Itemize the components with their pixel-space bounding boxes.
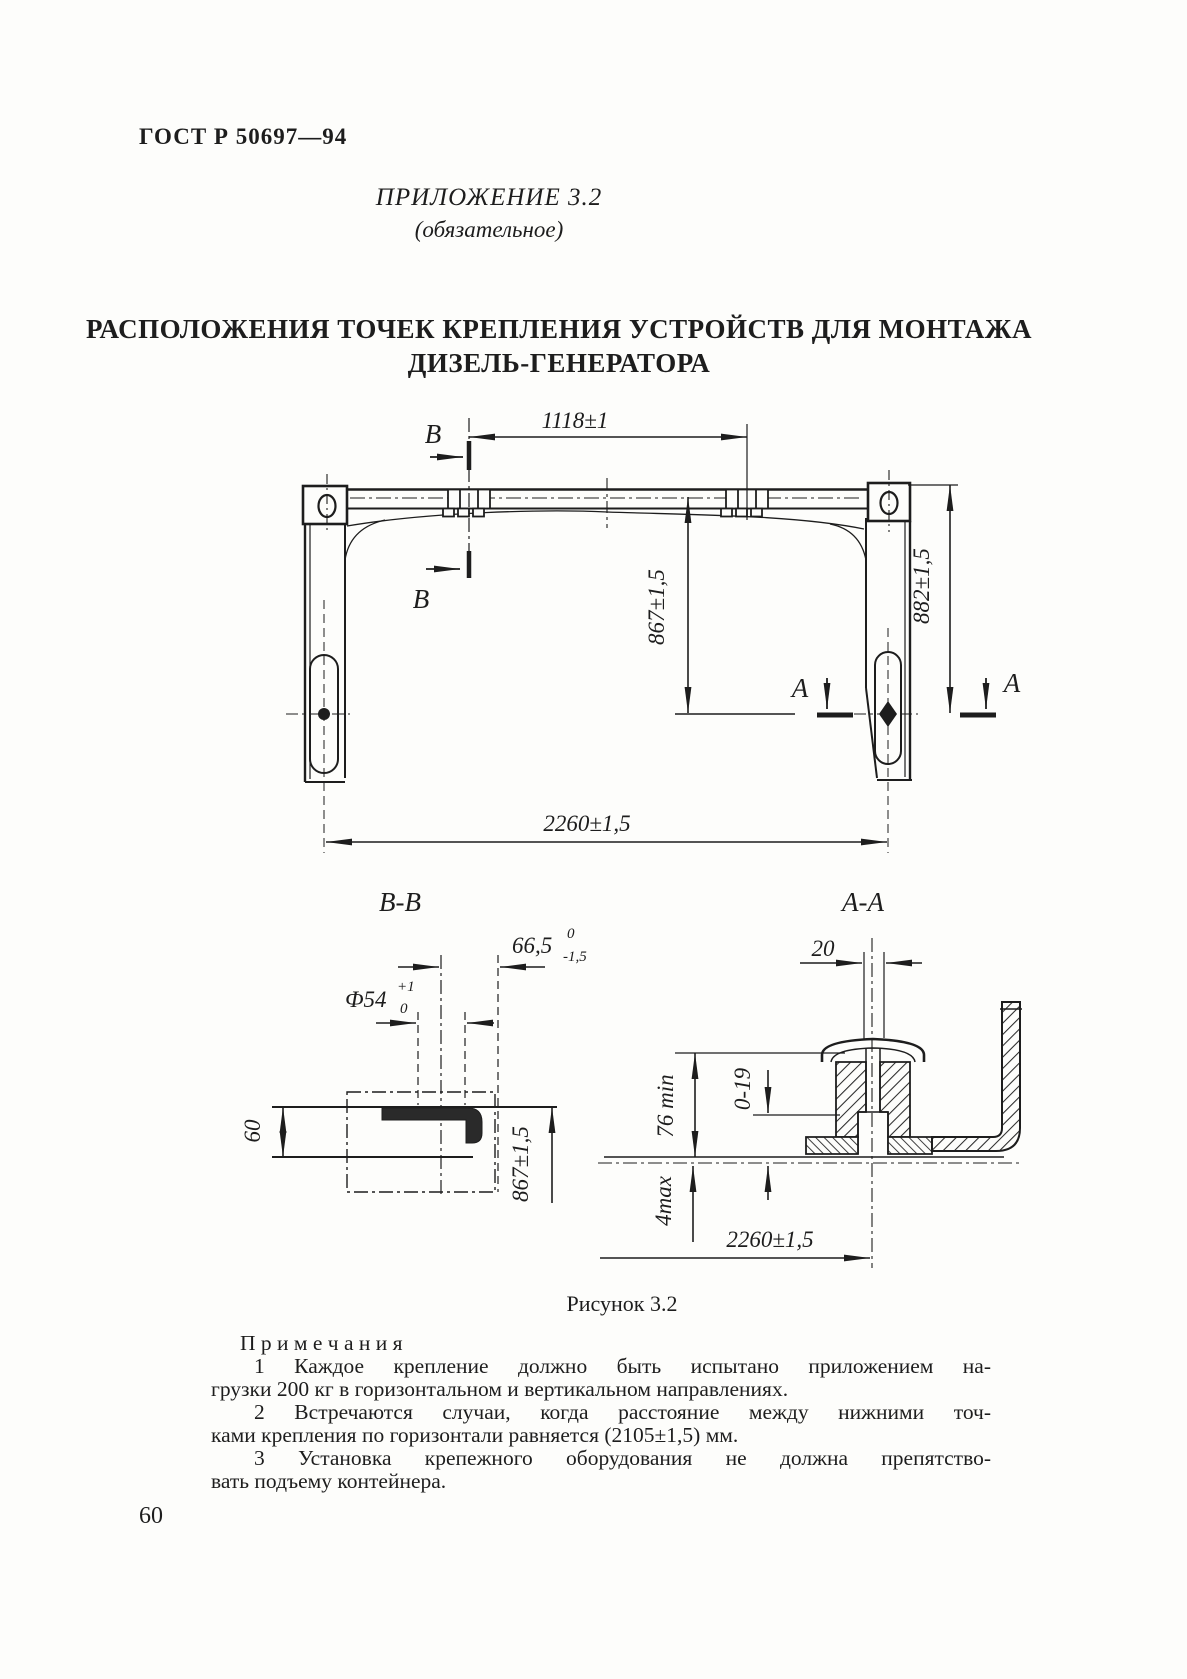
dim-4max-label: 4max bbox=[651, 1175, 676, 1226]
note-3-line-2: вать подъему контейнера. bbox=[211, 1469, 447, 1493]
page-title-line1: РАСПОЛОЖЕНИЯ ТОЧЕК КРЕПЛЕНИЯ УСТРОЙСТВ Д… bbox=[85, 314, 1033, 344]
page-number: 60 bbox=[139, 1503, 163, 1529]
aa-floor-flanges bbox=[805, 1136, 933, 1155]
aa-corner-fitting bbox=[820, 1037, 926, 1154]
dim-882-label: 882±1,5 bbox=[909, 548, 934, 624]
figure-caption: Рисунок 3.2 bbox=[566, 1291, 678, 1316]
appendix-subheading: (обязательное) bbox=[414, 217, 564, 242]
dim-665-label: 66,5 bbox=[512, 933, 552, 958]
dim-2260-aa-label: 2260±1,5 bbox=[726, 1227, 813, 1252]
dim-882 bbox=[908, 484, 958, 713]
appendix-heading: ПРИЛОЖЕНИЕ 3.2 bbox=[375, 184, 603, 211]
dim-f54-label: Ф54 bbox=[345, 987, 387, 1012]
dim-019 bbox=[753, 1070, 840, 1200]
section-bb-view: В-В 66,5 0 -1,5 Ф54 +1 0 bbox=[240, 887, 587, 1203]
page-title-line2: ДИЗЕЛЬ-ГЕНЕРАТОРА bbox=[407, 348, 711, 378]
section-aa-view: А-А 20 bbox=[598, 887, 1022, 1268]
section-a-label-right: А bbox=[1002, 668, 1021, 698]
standard-number: ГОСТ Р 50697—94 bbox=[139, 124, 348, 149]
section-a-cut-right bbox=[960, 678, 996, 718]
right-end-bracket bbox=[866, 470, 912, 532]
bb-part bbox=[272, 1091, 557, 1193]
right-leg bbox=[829, 518, 918, 853]
dim-867-bb-label: 867±1,5 bbox=[508, 1126, 533, 1202]
dim-665-sub: -1,5 bbox=[563, 949, 587, 965]
dim-2260-main-label: 2260±1,5 bbox=[543, 811, 630, 836]
note-2-line-2: ками крепления по горизонтали равняется … bbox=[211, 1423, 739, 1447]
dim-1118 bbox=[469, 424, 748, 520]
dim-60-label: 60 bbox=[240, 1119, 265, 1143]
section-aa-title: А-А bbox=[840, 887, 884, 917]
dim-665 bbox=[398, 955, 545, 1195]
dim-76min-label: 76 min bbox=[653, 1074, 678, 1137]
section-b-label-bottom: В bbox=[413, 584, 430, 614]
note-1-line-1: 1 Каждое крепление должно быть испытано … bbox=[254, 1354, 991, 1378]
note-1-line-2: грузки 200 кг в горизонтальном и вертика… bbox=[211, 1377, 789, 1401]
dim-f54-sub: 0 bbox=[400, 1001, 408, 1017]
note-2-line-1: 2 Встречаются случаи, когда расстояние м… bbox=[254, 1400, 991, 1424]
dim-867-main-label: 867±1,5 bbox=[644, 569, 669, 645]
section-a-label-left: А bbox=[790, 673, 809, 703]
left-end-bracket bbox=[301, 474, 349, 534]
left-mounting-block bbox=[442, 488, 491, 518]
section-b-label-top: В bbox=[425, 419, 442, 449]
dim-665-sup: 0 bbox=[567, 926, 575, 942]
dim-019-label: 0-19 bbox=[730, 1067, 755, 1110]
dim-20 bbox=[800, 952, 922, 1040]
dim-20-label: 20 bbox=[812, 936, 836, 961]
section-a-cut-left bbox=[817, 678, 853, 718]
dim-1118-label: 1118±1 bbox=[542, 408, 609, 433]
right-mounting-block bbox=[720, 488, 769, 518]
left-leg bbox=[286, 519, 386, 853]
section-bb-title: В-В bbox=[379, 887, 421, 917]
dim-f54 bbox=[376, 1012, 494, 1105]
section-b-cut bbox=[426, 418, 472, 578]
aa-corner-post bbox=[931, 1001, 1022, 1152]
main-view: В В 1118±1 867±1,5 А bbox=[286, 408, 1021, 853]
dim-76min bbox=[675, 1052, 845, 1157]
dim-f54-sup: +1 bbox=[397, 979, 415, 995]
notes-heading: П р и м е ч а н и я bbox=[240, 1331, 403, 1355]
note-3-line-1: 3 Установка крепежного оборудования не д… bbox=[254, 1446, 991, 1470]
dim-867-main bbox=[675, 497, 795, 715]
